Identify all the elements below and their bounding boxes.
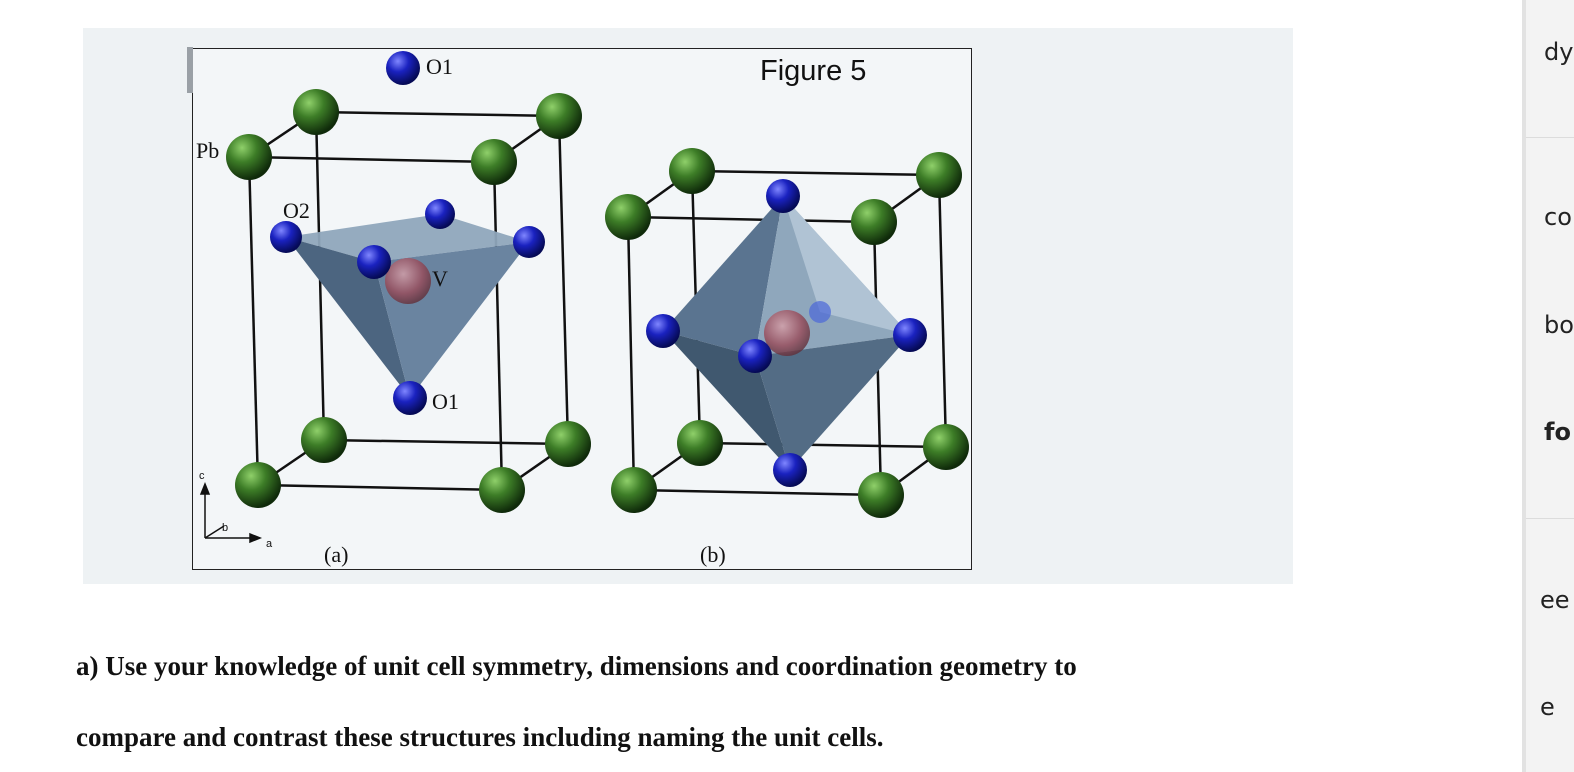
pb-atom (669, 148, 715, 194)
axis-label-b: b (222, 522, 228, 534)
o-atom (357, 245, 391, 279)
structure-a: O1 Pb O2 V O1 c b a (a) (196, 51, 591, 567)
label-o2: O2 (283, 198, 310, 223)
side-panel-item: fo (1544, 418, 1571, 446)
side-panel-item: bo (1544, 311, 1574, 339)
pb-atom (235, 462, 281, 508)
v-atom (385, 258, 431, 304)
label-pb: Pb (196, 138, 219, 163)
pb-atom (545, 421, 591, 467)
o1-atom (393, 381, 427, 415)
image-resize-handle[interactable] (187, 47, 193, 93)
pb-atom (916, 152, 962, 198)
label-o1-bottom: O1 (432, 389, 459, 414)
pb-atom (293, 89, 339, 135)
o-atom (513, 226, 545, 258)
o-atom (773, 453, 807, 487)
pb-atom (536, 93, 582, 139)
side-panel-item: ee (1540, 586, 1570, 614)
vo6-octahedron (663, 196, 910, 470)
structure-b: (b) (605, 148, 969, 567)
o-atom (766, 179, 800, 213)
o-atom (738, 339, 772, 373)
axis-indicator (199, 481, 263, 544)
side-panel-divider (1526, 518, 1574, 519)
pb-atom (851, 199, 897, 245)
o-atom (809, 301, 831, 323)
pb-atom (301, 417, 347, 463)
side-panel-item: e (1540, 693, 1555, 721)
caption-b: (b) (700, 542, 726, 567)
pb-atom (226, 134, 272, 180)
pb-atom (471, 139, 517, 185)
axis-label-a: a (266, 538, 273, 550)
pb-atom (923, 424, 969, 470)
pb-atom (677, 420, 723, 466)
side-panel-item: co (1544, 203, 1572, 231)
pb-atom (858, 472, 904, 518)
o-atom (425, 199, 455, 229)
caption-a: (a) (324, 542, 348, 567)
pb-atom (479, 467, 525, 513)
main-content: O1 Pb O2 V O1 c b a (a) (76, 28, 1293, 752)
o1-atom (386, 51, 420, 85)
figure-title: Figure 5 (760, 55, 866, 87)
pb-atom (605, 194, 651, 240)
crystal-structure-figure: O1 Pb O2 V O1 c b a (a) (196, 51, 969, 567)
vo4-tetrahedron (286, 214, 529, 398)
o2-atom (270, 221, 302, 253)
question-text-line-1: a) Use your knowledge of unit cell symme… (76, 651, 1077, 681)
label-v: V (432, 266, 448, 291)
side-panel-divider (1526, 137, 1574, 138)
pb-atom (611, 467, 657, 513)
o-atom (646, 314, 680, 348)
axis-label-c: c (199, 470, 205, 482)
label-o1-top: O1 (426, 54, 453, 79)
side-panel[interactable]: dy co bo fo ee e (1522, 0, 1574, 772)
side-panel-item: dy (1544, 38, 1574, 66)
v-atom (764, 310, 810, 356)
o-atom (893, 318, 927, 352)
question-text-line-2: compare and contrast these structures in… (76, 722, 884, 752)
